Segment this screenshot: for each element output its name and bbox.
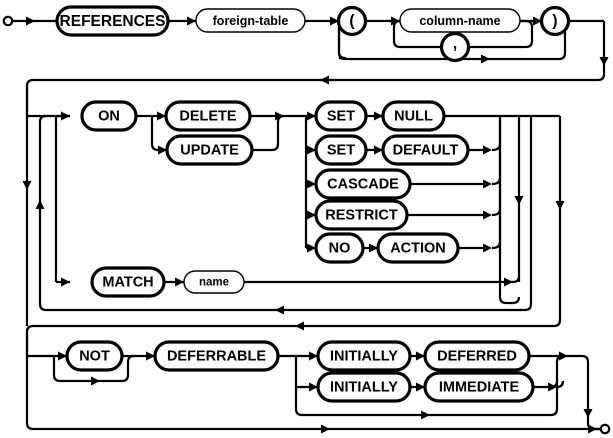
node-on-label: ON — [98, 109, 120, 125]
end-circle — [599, 423, 611, 435]
node-column-name-label: column-name — [419, 14, 500, 28]
node-initially-deferred[interactable]: INITIALLY — [316, 340, 412, 372]
node-column-name[interactable]: column-name — [399, 8, 521, 33]
node-update[interactable]: UPDATE — [165, 134, 254, 166]
node-foreign-table[interactable]: foreign-table — [195, 8, 306, 33]
node-comma-label: , — [453, 36, 457, 53]
node-not[interactable]: NOT — [65, 340, 124, 372]
node-references[interactable]: REFERENCES — [55, 5, 170, 37]
node-not-label: NOT — [79, 349, 110, 365]
node-action-label: ACTION — [390, 241, 446, 257]
node-null-label: NULL — [394, 109, 433, 125]
node-name[interactable]: name — [183, 270, 245, 294]
node-set-null[interactable]: SET — [314, 100, 368, 132]
node-deferrable[interactable]: DEFERRABLE — [153, 340, 280, 372]
node-deferred[interactable]: DEFERRED — [423, 340, 531, 372]
node-references-label: REFERENCES — [60, 13, 166, 30]
node-action[interactable]: ACTION — [376, 232, 460, 264]
row3-wires — [25, 332, 600, 431]
node-no-label: NO — [329, 241, 351, 257]
node-restrict-label: RESTRICT — [325, 208, 398, 224]
node-rparen[interactable]: ) — [539, 5, 571, 37]
node-restrict[interactable]: RESTRICT — [314, 199, 409, 231]
node-lparen[interactable]: ( — [336, 5, 368, 37]
node-set-default[interactable]: SET — [314, 134, 368, 166]
node-lparen-label: ( — [349, 13, 355, 30]
node-foreign-table-label: foreign-table — [213, 14, 289, 28]
node-delete[interactable]: DELETE — [164, 100, 252, 132]
start-circle — [2, 15, 14, 27]
node-no[interactable]: NO — [314, 232, 365, 264]
node-match[interactable]: MATCH — [90, 266, 166, 298]
node-on[interactable]: ON — [80, 100, 138, 132]
node-deferred-label: DEFERRED — [437, 349, 517, 365]
node-initially2-label: INITIALLY — [330, 380, 398, 396]
node-update-label: UPDATE — [180, 143, 239, 159]
node-cascade[interactable]: CASCADE — [314, 168, 412, 200]
node-delete-label: DELETE — [179, 109, 237, 125]
node-comma[interactable]: , — [439, 31, 471, 63]
node-default-label: DEFAULT — [393, 143, 459, 159]
node-immediate-label: IMMEDIATE — [439, 380, 520, 396]
node-cascade-label: CASCADE — [327, 177, 399, 193]
node-set2-label: SET — [327, 143, 355, 159]
arrowheads — [22, 16, 609, 434]
node-set1-label: SET — [327, 109, 355, 125]
node-name-label: name — [199, 277, 229, 289]
node-initially1-label: INITIALLY — [330, 349, 398, 365]
node-initially-immediate[interactable]: INITIALLY — [316, 371, 412, 403]
node-null[interactable]: NULL — [381, 100, 446, 132]
node-deferrable-label: DEFERRABLE — [167, 349, 266, 365]
node-immediate[interactable]: IMMEDIATE — [423, 371, 535, 403]
row2-wires — [25, 86, 562, 410]
node-default[interactable]: DEFAULT — [381, 134, 470, 166]
node-rparen-label: ) — [552, 13, 557, 30]
node-match-label: MATCH — [102, 275, 153, 291]
